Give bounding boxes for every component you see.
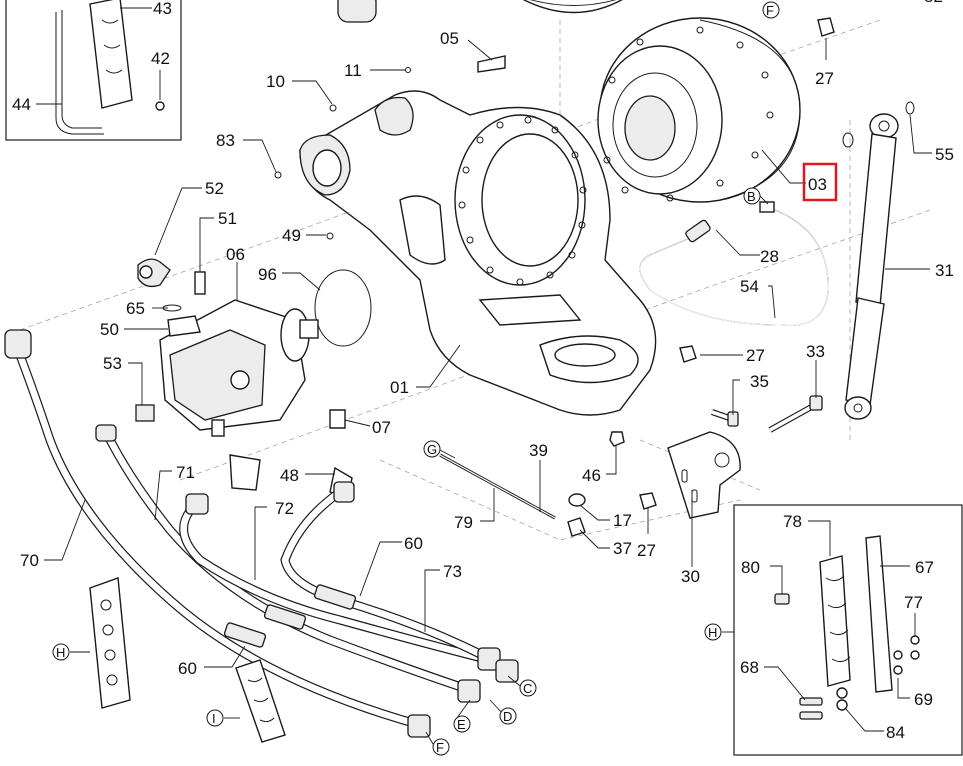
- highlight-box-03: [802, 162, 838, 202]
- part-label-83: 83: [216, 131, 235, 150]
- part-label-30: 30: [681, 567, 700, 586]
- part-label-07: 07: [372, 418, 391, 437]
- part-labels: 43 42 44 05 11 10 83 52 51 49 06 96 65 5…: [12, 0, 954, 742]
- callout-h-right: H: [708, 625, 717, 640]
- part-label-80: 80: [741, 558, 760, 577]
- part-label-73: 73: [443, 562, 462, 581]
- hose-clamps: [89, 577, 286, 743]
- part-label-46: 46: [582, 466, 601, 485]
- part-label-79: 79: [454, 513, 473, 532]
- part-label-49: 49: [282, 226, 301, 245]
- part-label-53: 53: [103, 354, 122, 373]
- mounting-bracket: [667, 431, 741, 519]
- part-label-77: 77: [904, 593, 923, 612]
- knuckle-housing: [299, 90, 657, 416]
- part-label-27-bottom: 27: [637, 541, 656, 560]
- callout-h-left: H: [56, 645, 65, 660]
- part-label-27-top: 27: [815, 69, 834, 88]
- part-label-35: 35: [750, 372, 769, 391]
- part-label-78: 78: [783, 512, 802, 531]
- part-label-11: 11: [344, 61, 362, 80]
- part-label-55: 55: [935, 145, 954, 164]
- part-label-52: 52: [205, 179, 224, 198]
- o-ring: [314, 269, 372, 347]
- part-label-33: 33: [806, 342, 825, 361]
- callout-f-bottom: F: [436, 740, 444, 755]
- part-label-65: 65: [126, 299, 145, 318]
- shock-absorber: [842, 101, 915, 420]
- part-label-10: 10: [266, 72, 285, 91]
- part-label-01: 01: [390, 378, 409, 397]
- part-label-70: 70: [20, 551, 39, 570]
- callout-d: D: [503, 709, 512, 724]
- part-label-44: 44: [12, 95, 31, 114]
- part-label-50: 50: [100, 320, 119, 339]
- inset-box-top-left: [5, 0, 182, 141]
- callout-g: G: [427, 442, 437, 457]
- callout-b: B: [747, 189, 756, 204]
- brake-line: [639, 201, 829, 327]
- part-label-82: 82: [924, 0, 943, 6]
- inset-box-bottom-right: [733, 504, 963, 756]
- part-label-05: 05: [440, 29, 459, 48]
- bolts: [711, 395, 823, 433]
- part-label-60-lower: 60: [178, 659, 197, 678]
- callout-f-top: F: [766, 3, 774, 18]
- part-label-42: 42: [151, 49, 170, 68]
- part-label-68: 68: [740, 658, 759, 677]
- leader-lines: [36, 7, 932, 745]
- callout-c: C: [523, 681, 532, 696]
- part-label-28: 28: [760, 247, 779, 266]
- part-label-43: 43: [153, 0, 172, 18]
- part-label-48: 48: [280, 466, 299, 485]
- hydraulic-hoses: [4, 329, 519, 738]
- part-label-60-upper: 60: [404, 534, 423, 553]
- part-label-37: 37: [613, 539, 632, 558]
- wheel-hub: [597, 17, 801, 203]
- part-label-96: 96: [258, 265, 277, 284]
- rod-and-fasteners: [439, 17, 835, 537]
- part-label-72: 72: [275, 499, 294, 518]
- top-parts: [337, 0, 623, 23]
- part-label-27-middle: 27: [746, 346, 765, 365]
- part-label-51: 51: [218, 209, 237, 228]
- part-label-71: 71: [176, 463, 195, 482]
- part-label-67: 67: [915, 558, 934, 577]
- part-label-03: 03: [808, 175, 827, 194]
- letter-callouts: F B G H H I C D E F: [52, 1, 780, 756]
- part-label-31: 31: [935, 261, 954, 280]
- part-label-17: 17: [613, 511, 632, 530]
- part-label-39: 39: [529, 441, 548, 460]
- part-label-84: 84: [886, 723, 905, 742]
- part-label-06: 06: [226, 245, 245, 264]
- callout-e: E: [457, 717, 466, 732]
- callout-i: I: [212, 711, 216, 726]
- part-label-69: 69: [914, 690, 933, 709]
- part-label-54: 54: [740, 277, 759, 296]
